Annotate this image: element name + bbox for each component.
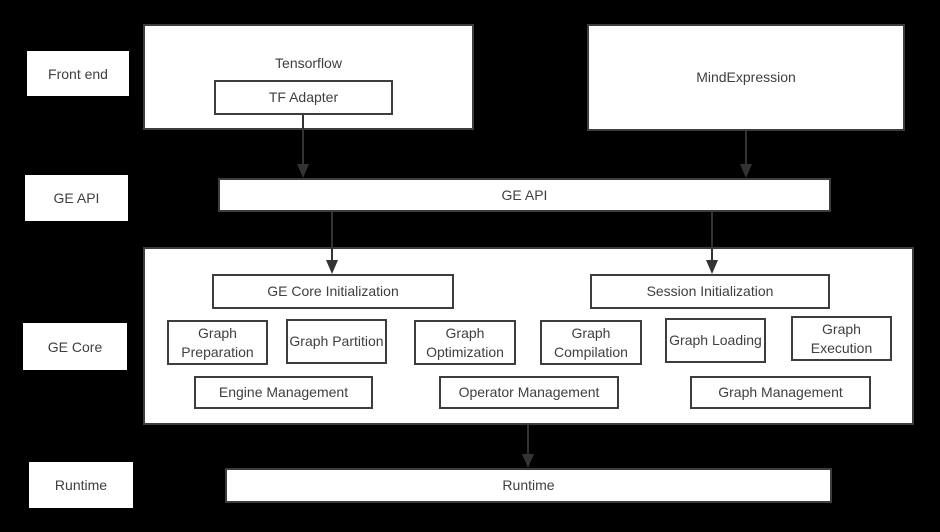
arrow-ge-api-to-ge-core-initialization: [326, 212, 338, 274]
arrow-shaft: [711, 212, 713, 262]
graph-optimization-box: Graph Optimization: [414, 320, 516, 365]
side-label-front-end: Front end: [27, 51, 129, 96]
mind-expression-label: MindExpression: [696, 69, 796, 86]
runtime-label: Runtime: [502, 477, 555, 494]
arrow-mind-expression-to-ge-api: [740, 131, 752, 178]
graph-optimization-label: Graph Optimization: [426, 325, 504, 360]
operator-management-box: Operator Management: [439, 376, 619, 409]
arrow-tf-adapter-to-ge-api: [297, 115, 309, 178]
ge-api-bar: GE API: [218, 178, 831, 212]
engine-management-label: Engine Management: [218, 384, 349, 401]
arrow-shaft: [527, 425, 529, 456]
operator-management-label: Operator Management: [458, 384, 600, 401]
side-label-ge-api: GE API: [25, 175, 128, 221]
tensorflow-label: Tensorflow: [275, 55, 342, 71]
graph-execution-box: Graph Execution: [791, 316, 892, 361]
ge-core-initialization-label: GE Core Initialization: [267, 283, 399, 300]
graph-management-box: Graph Management: [690, 376, 871, 409]
ge-core-initialization-box: GE Core Initialization: [212, 274, 454, 309]
arrow-shaft: [302, 115, 304, 166]
engine-management-box: Engine Management: [194, 376, 373, 409]
arrow-head: [706, 260, 718, 274]
runtime-bar: Runtime: [225, 468, 832, 503]
arrow-head: [522, 454, 534, 468]
graph-preparation-box: Graph Preparation: [167, 320, 268, 365]
ge-api-label: GE API: [501, 186, 548, 203]
tf-adapter-box: TF Adapter: [214, 80, 393, 115]
tf-adapter-label: TF Adapter: [268, 89, 339, 106]
arrow-head: [740, 164, 752, 178]
arrow-shaft: [745, 131, 747, 166]
session-initialization-box: Session Initialization: [590, 274, 830, 309]
graph-preparation-label: Graph Preparation: [181, 325, 254, 360]
arrow-shaft: [331, 212, 333, 262]
graph-compilation-label: Graph Compilation: [554, 325, 628, 360]
arrow-ge-core-to-runtime: [522, 425, 534, 468]
graph-partition-box: Graph Partition: [286, 319, 387, 364]
mind-expression-box: MindExpression: [587, 24, 905, 131]
arrow-head: [297, 164, 309, 178]
graph-management-label: Graph Management: [718, 384, 843, 401]
arrow-ge-api-to-session-initialization: [706, 212, 718, 274]
arrow-head: [326, 260, 338, 274]
graph-loading-label: Graph Loading: [669, 332, 762, 349]
session-initialization-label: Session Initialization: [646, 283, 774, 300]
graph-loading-box: Graph Loading: [665, 318, 766, 363]
graph-compilation-box: Graph Compilation: [540, 320, 642, 365]
side-label-ge-core: GE Core: [23, 323, 127, 370]
side-label-runtime: Runtime: [29, 462, 133, 508]
graph-partition-label: Graph Partition: [289, 333, 384, 350]
graph-execution-label: Graph Execution: [810, 321, 873, 356]
